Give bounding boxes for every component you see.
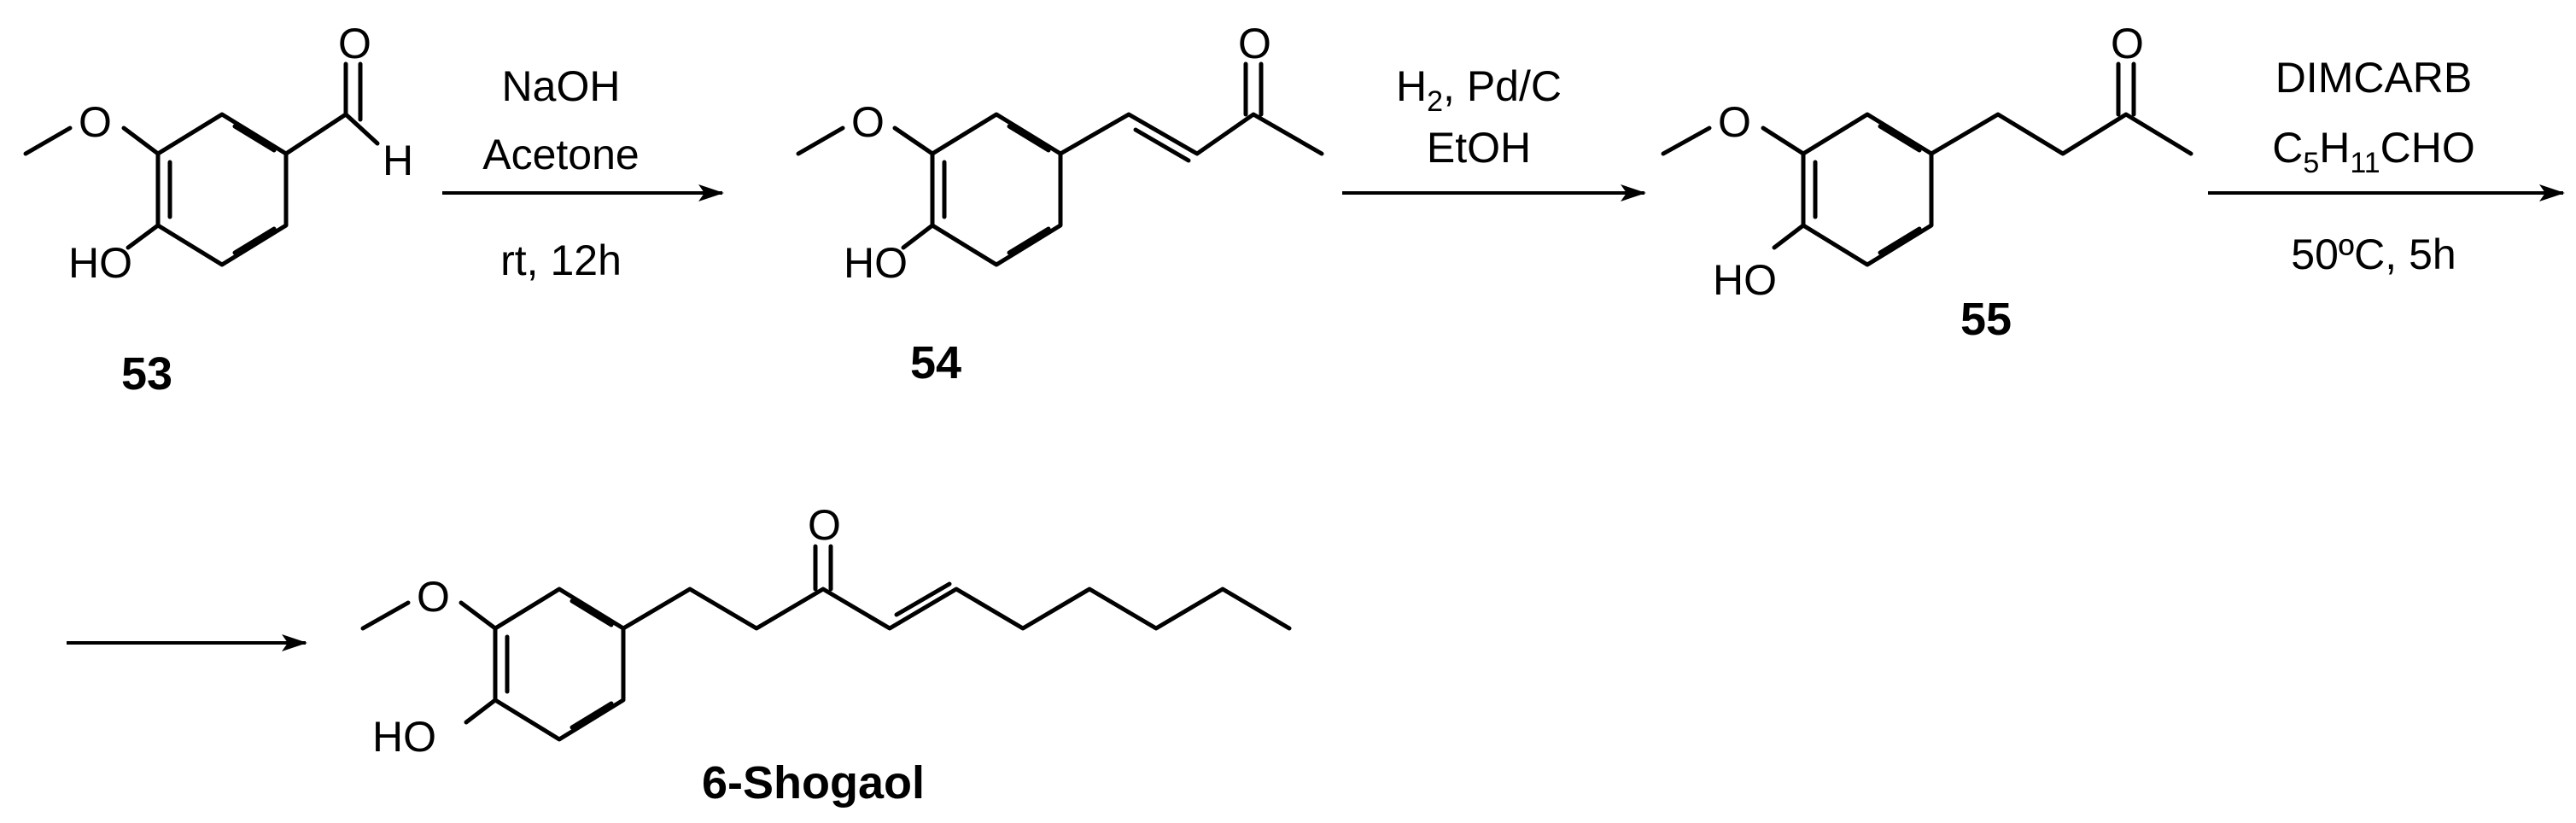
- ring-inner-bond: [1007, 226, 1051, 255]
- solvent-etoh: EtOH: [1427, 124, 1531, 172]
- reagent-pdc: , Pd/C: [1443, 62, 1562, 110]
- ring-inner-bond: [1878, 124, 1922, 153]
- side-chain: [1929, 112, 2193, 156]
- subscript-11: 11: [2350, 147, 2380, 179]
- alkene-inner-bond: [894, 581, 952, 617]
- reagent-dimcarb: DIMCARB: [2275, 54, 2473, 102]
- structure-6-shogaol: [360, 544, 1292, 742]
- ring-inner-bond: [570, 598, 614, 627]
- ring-inner-bond: [232, 226, 277, 255]
- formula-h: H: [2319, 124, 2350, 172]
- atom-hydroxyl: HO: [68, 239, 132, 287]
- condition-50c-5h: 50ºC, 5h: [2291, 231, 2456, 278]
- methoxy-o-ring-bond: [459, 600, 498, 631]
- compound-6-shogaol: O HO O 6-Shogaol: [360, 501, 1292, 808]
- ring-inner-bond: [232, 124, 277, 153]
- methoxy-ch3-bond: [360, 600, 411, 631]
- compound-label-54: 54: [910, 337, 961, 388]
- hydroxyl-bond: [1772, 223, 1806, 250]
- atom-o-methoxy: O: [851, 98, 885, 146]
- benzene-ring: [493, 587, 626, 742]
- reagent-hexanal: C5H11CHO: [2272, 124, 2475, 179]
- atom-o-methoxy: O: [79, 98, 112, 146]
- alkene-inner-bond: [1133, 127, 1191, 163]
- formula-cho: CHO: [2380, 124, 2475, 172]
- ring-inner-bond: [1878, 226, 1922, 255]
- methoxy-o-ring-bond: [892, 125, 935, 156]
- benzene-ring: [930, 112, 1063, 267]
- methoxy-ch3-bond: [23, 125, 73, 156]
- atom-carbonyl-o: O: [1238, 20, 1271, 67]
- ring-inner-bond: [1007, 124, 1051, 153]
- compound-label-53: 53: [121, 348, 172, 400]
- hydroxyl-bond: [464, 698, 498, 725]
- reagent-h2-pdc: H2, Pd/C: [1396, 62, 1562, 118]
- compound-54: O HO O 54: [796, 20, 1324, 388]
- reaction-step-1: NaOH Acetone rt, 12h: [442, 62, 724, 284]
- reagent-naoh: NaOH: [502, 62, 621, 110]
- methoxy-o-ring-bond: [121, 125, 161, 156]
- side-chain: [1058, 112, 1324, 156]
- subscript-5: 5: [2303, 147, 2319, 179]
- atom-hydroxyl: HO: [1713, 256, 1777, 304]
- structure-55: [1661, 61, 2193, 267]
- alkyl-chain: [621, 587, 1292, 631]
- reagent-h: H: [1396, 62, 1427, 110]
- methoxy-ch3-bond: [1661, 125, 1712, 156]
- benzene-ring: [155, 112, 289, 267]
- ring-inner-bond: [570, 701, 614, 730]
- compound-label-55: 55: [1960, 294, 2012, 345]
- hydroxyl-bond: [901, 223, 935, 250]
- atom-o-methoxy: O: [1718, 98, 1751, 146]
- reaction-step-2: H2, Pd/C EtOH: [1342, 62, 1646, 201]
- methoxy-o-ring-bond: [1761, 125, 1806, 156]
- condition-rt-12h: rt, 12h: [500, 236, 622, 284]
- reaction-step-3: DIMCARB C5H11CHO 50ºC, 5h: [2208, 54, 2565, 278]
- structure-53: [23, 61, 380, 267]
- reagent-acetone: Acetone: [482, 131, 639, 178]
- atom-aldehyde-h: H: [383, 137, 413, 184]
- hydroxyl-bond: [126, 223, 161, 250]
- compound-53: O HO O H 53: [23, 20, 413, 400]
- benzene-ring: [1801, 112, 1934, 267]
- formula-c: C: [2272, 124, 2303, 172]
- structure-54: [796, 61, 1324, 267]
- atom-carbonyl-o: O: [808, 501, 841, 549]
- atom-o-methoxy: O: [417, 573, 450, 621]
- compound-55: O HO O 55: [1661, 20, 2193, 345]
- atom-hydroxyl: HO: [372, 713, 436, 761]
- subscript-2: 2: [1427, 85, 1443, 118]
- compound-label-6-shogaol: 6-Shogaol: [702, 757, 925, 808]
- methoxy-ch3-bond: [796, 125, 845, 156]
- aldehyde-bond: [283, 112, 380, 156]
- atom-carbonyl-o: O: [338, 20, 371, 67]
- atom-hydroxyl: HO: [844, 239, 908, 287]
- atom-carbonyl-o: O: [2111, 20, 2144, 67]
